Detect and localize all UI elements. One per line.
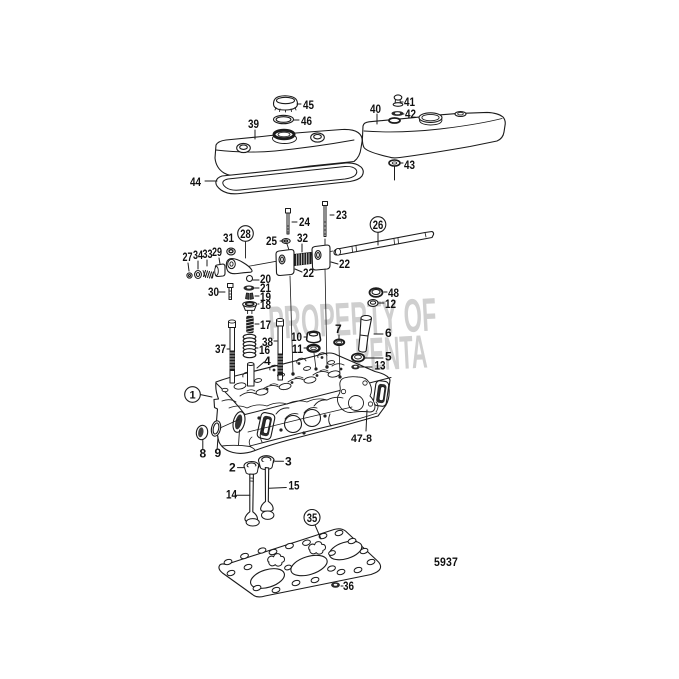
svg-text:31: 31 [223,231,234,245]
svg-text:17: 17 [260,318,271,332]
svg-text:15: 15 [289,479,300,493]
svg-text:4: 4 [264,354,271,368]
svg-text:2: 2 [229,461,236,475]
svg-text:34: 34 [193,248,203,262]
svg-text:1: 1 [189,390,195,402]
svg-text:45: 45 [303,98,314,112]
svg-text:16: 16 [259,343,270,357]
svg-text:5: 5 [385,350,392,364]
svg-text:10: 10 [291,330,302,344]
svg-text:37: 37 [215,342,226,356]
svg-text:24: 24 [299,215,310,229]
svg-text:6: 6 [385,326,392,340]
svg-text:35: 35 [307,513,318,525]
svg-text:18: 18 [260,298,271,312]
svg-text:11: 11 [292,342,303,356]
svg-text:5937: 5937 [434,555,458,569]
svg-text:29: 29 [212,245,222,259]
svg-text:13: 13 [375,359,386,373]
svg-text:42: 42 [405,107,416,121]
svg-text:32: 32 [297,231,308,245]
svg-text:28: 28 [240,229,251,241]
svg-text:44: 44 [190,175,201,189]
svg-text:8: 8 [200,447,207,461]
svg-text:47-8: 47-8 [351,433,372,445]
svg-text:33: 33 [203,247,213,261]
svg-text:40: 40 [370,102,381,116]
svg-text:9: 9 [215,446,222,460]
svg-text:19: 19 [260,290,271,304]
svg-text:25: 25 [266,234,277,248]
svg-text:27: 27 [183,250,193,264]
svg-text:38: 38 [262,335,273,349]
svg-text:41: 41 [404,95,415,109]
svg-text:20: 20 [260,272,271,286]
svg-text:26: 26 [373,220,384,232]
svg-text:23: 23 [336,208,347,222]
svg-text:48: 48 [388,286,399,300]
svg-text:12: 12 [385,297,396,311]
svg-text:39: 39 [248,117,259,131]
svg-text:PROPERTY OF: PROPERTY OF [267,287,438,349]
svg-text:21: 21 [260,281,271,295]
svg-text:22: 22 [303,266,314,280]
svg-text:36: 36 [343,579,354,593]
svg-text:14: 14 [226,488,237,502]
svg-text:3: 3 [285,455,292,469]
svg-text:46: 46 [301,114,312,128]
svg-text:30: 30 [208,285,219,299]
svg-text:22: 22 [339,257,350,271]
svg-text:43: 43 [404,158,415,172]
svg-text:7: 7 [335,322,342,336]
